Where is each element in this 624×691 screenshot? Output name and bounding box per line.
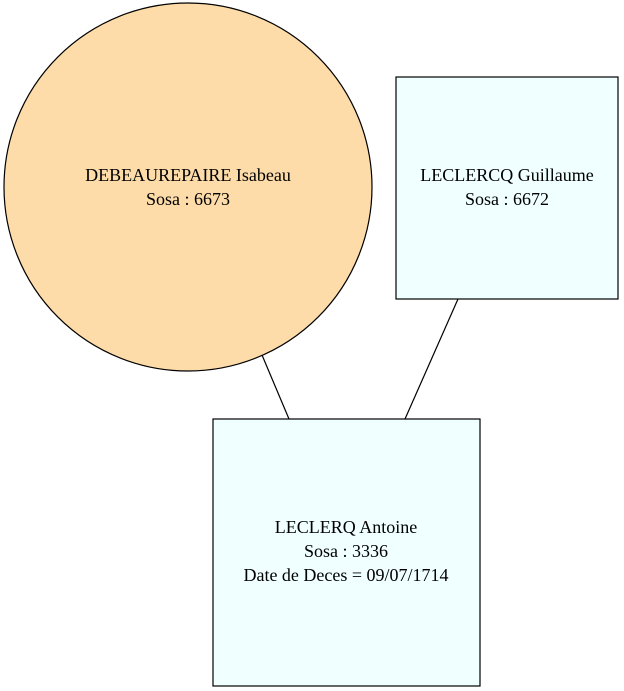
node-debeaurepaire-isabeau[interactable]: DEBEAUREPAIRE Isabeau Sosa : 6673 — [3, 2, 373, 372]
node-death-date-label: Date de Deces = 09/07/1714 — [243, 565, 448, 585]
node-sosa-label: Sosa : 3336 — [304, 541, 388, 561]
node-name-label: LECLERQ Antoine — [275, 517, 418, 537]
node-circle — [3, 2, 373, 372]
node-name-label: DEBEAUREPAIRE Isabeau — [85, 165, 291, 185]
node-name-label: LECLERCQ Guillaume — [420, 165, 593, 185]
node-leclercq-guillaume[interactable]: LECLERCQ Guillaume Sosa : 6672 — [395, 76, 619, 300]
node-leclerq-antoine[interactable]: LECLERQ Antoine Sosa : 3336 Date de Dece… — [212, 418, 481, 687]
node-box — [395, 76, 619, 300]
node-sosa-label: Sosa : 6672 — [465, 189, 549, 209]
edge-isabeau-to-antoine — [261, 354, 290, 420]
node-sosa-label: Sosa : 6673 — [146, 189, 230, 209]
edge-guillaume-to-antoine — [404, 298, 459, 420]
node-box — [212, 418, 481, 687]
